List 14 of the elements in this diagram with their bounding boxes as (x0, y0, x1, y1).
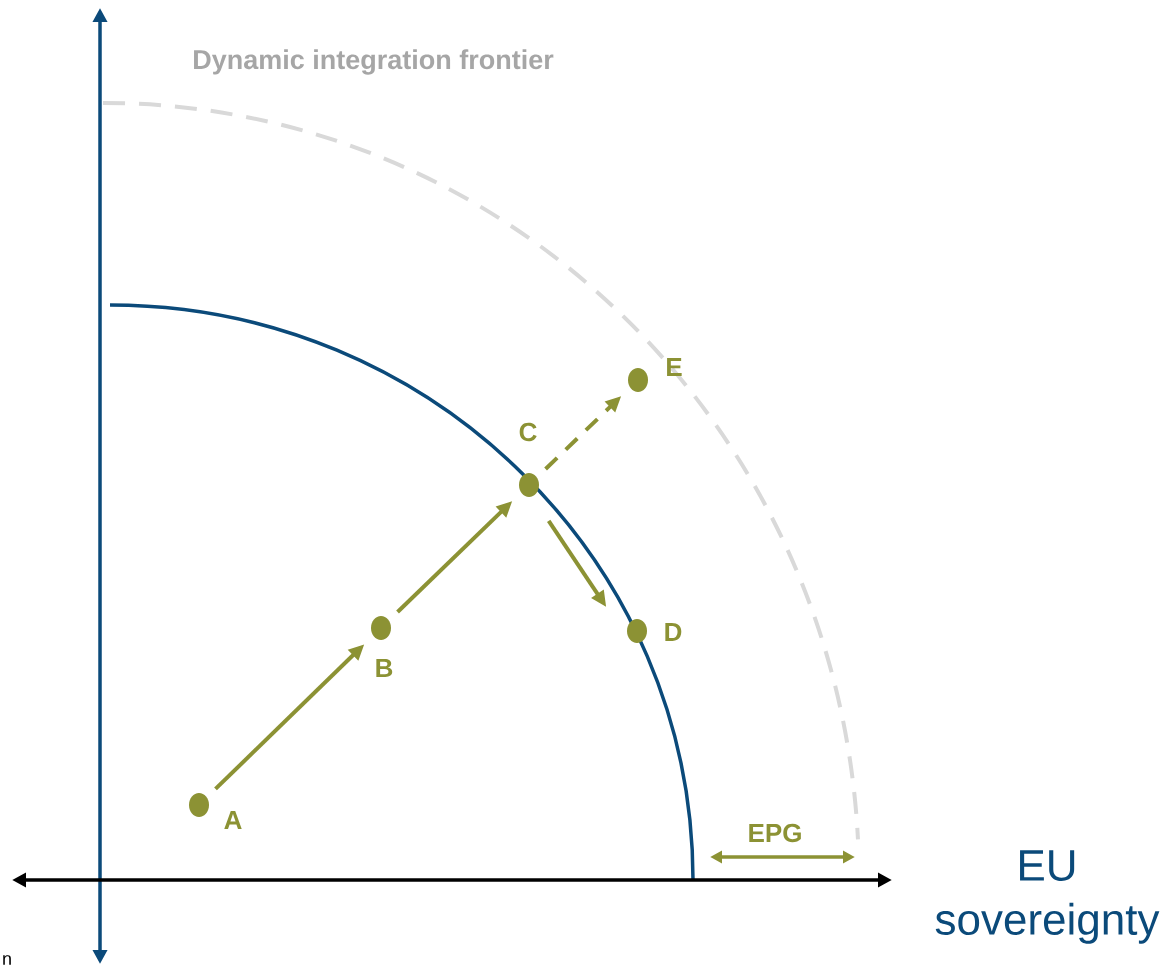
point-dot (627, 619, 647, 643)
frontier-label: Dynamic integration frontier (194, 49, 554, 75)
point-label: A (224, 811, 242, 829)
gap-label: EPG (749, 823, 801, 843)
point-label: D (665, 623, 682, 641)
point-label: C (519, 422, 537, 442)
text-fragment: n (3, 955, 11, 965)
axis-label: EU sovereignty (935, 850, 1160, 944)
point-dot (519, 473, 539, 497)
point-label: B (376, 659, 393, 677)
point-dot (189, 793, 209, 817)
point-dot (628, 368, 648, 392)
point-dot (371, 616, 391, 640)
point-label: E (667, 358, 682, 376)
